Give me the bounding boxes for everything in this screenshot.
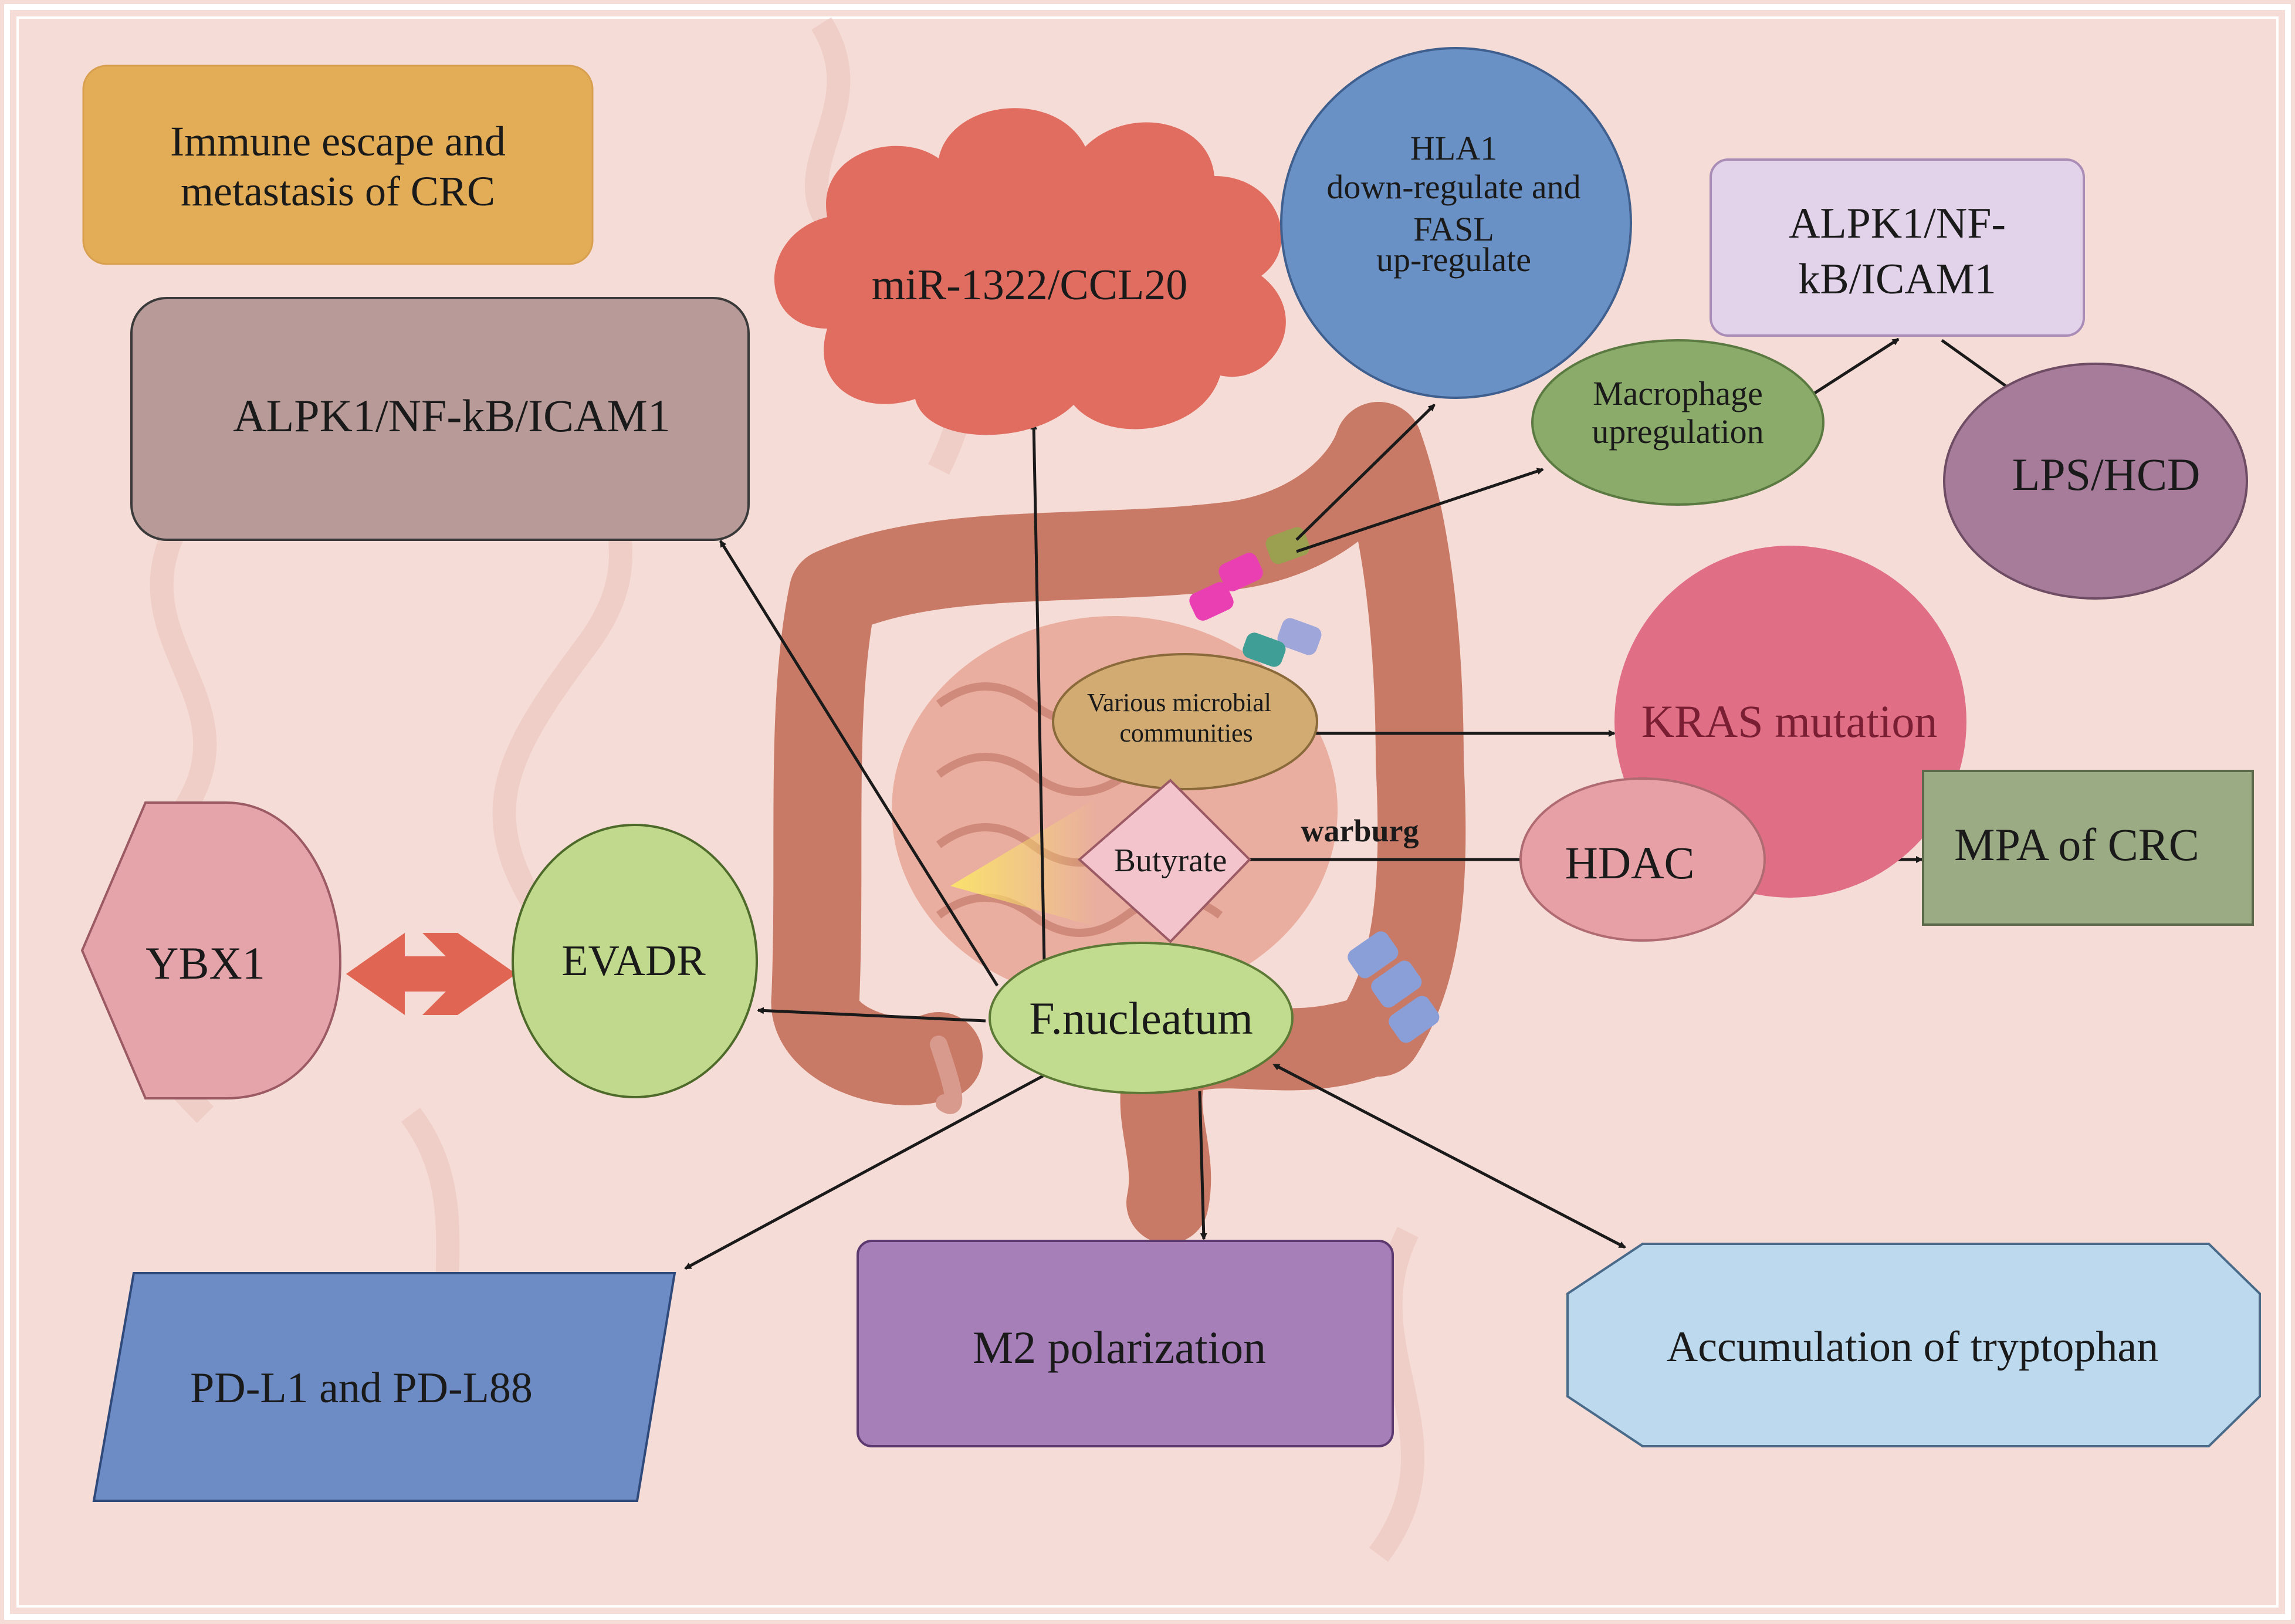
title-line-2: metastasis of CRC — [181, 168, 495, 215]
hla-line-3: FASL — [1413, 210, 1494, 248]
hla1-fasl-node: HLA1 down-regulate and FASL up-regulate — [1280, 47, 1632, 399]
mpa-of-crc-node: MPA of CRC — [1922, 770, 2254, 926]
alpk1-left-label: ALPK1/NF-kB/ICAM1 — [233, 390, 670, 441]
hdac-label: HDAC — [1565, 837, 1694, 888]
lps-hcd-node: LPS/HCD — [1943, 363, 2248, 600]
macrophage-line-1: Macrophage — [1593, 374, 1763, 412]
arrow-fnuc-to-m2 — [1198, 1091, 1207, 1240]
arrow-macrophage-to-alpk-right — [1812, 337, 1900, 396]
warburg-glow — [950, 798, 1097, 927]
tryptophan-node: Accumulation of tryptophan — [1566, 1243, 2261, 1447]
macrophage-node: Macrophage upregulation — [1531, 339, 1825, 506]
m2-label: M2 polarization — [973, 1322, 1266, 1373]
f-nucleatum-node: F.nucleatum — [989, 942, 1294, 1094]
mpa-label: MPA of CRC — [1954, 819, 2199, 870]
alpk1-left-node: ALPK1/NF-kB/ICAM1 — [130, 297, 750, 541]
arrow-bacteria-to-macrophage — [1296, 468, 1544, 553]
hdac-node: HDAC — [1519, 777, 1766, 942]
mir-1322-ccl20-node: miR-1322/CCL20 — [774, 108, 1286, 435]
butyrate-label: Butyrate — [1114, 843, 1227, 879]
title-box: Immune escape and metastasis of CRC — [82, 65, 594, 265]
arrow-bacteria-to-hla — [1295, 404, 1436, 541]
hla-line-4: up-regulate — [1376, 241, 1531, 279]
arrow-fnuc-to-alpk-left — [719, 540, 999, 987]
fnuc-label: F.nucleatum — [1029, 993, 1253, 1044]
mir-label: miR-1322/CCL20 — [872, 261, 1188, 309]
macrophage-line-2: upregulation — [1592, 412, 1763, 451]
microbial-line-2: communities — [1119, 719, 1253, 747]
arrow-fnuc-tryptophan — [1272, 1064, 1626, 1249]
microbial-communities-node: Various microbial communities — [1052, 653, 1318, 790]
double-arrow-icon — [346, 933, 516, 1015]
ybx1-label: YBX1 — [145, 938, 265, 989]
pdl1-label: PD-L1 and PD-L88 — [190, 1364, 533, 1412]
inner-frame — [16, 16, 2279, 1608]
outer-frame — [4, 4, 2291, 1620]
alpk1-right-line-2: kB/ICAM1 — [1798, 255, 1996, 303]
microbial-line-1: Various microbial — [1087, 688, 1271, 717]
kras-label: KRAS mutation — [1641, 696, 1938, 747]
evadr-label: EVADR — [561, 937, 706, 985]
title-line-1: Immune escape and — [170, 118, 506, 165]
arrow-fnuc-to-pdl1 — [684, 1067, 1057, 1270]
lps-label: LPS/HCD — [2012, 449, 2201, 500]
pd-l1-node: PD-L1 and PD-L88 — [92, 1272, 676, 1502]
arrow-fnuc-to-evadr — [757, 1007, 986, 1023]
connector-arrows — [684, 337, 2025, 1270]
butyrate-node: Butyrate — [1077, 779, 1251, 943]
warburg-label: warburg — [1301, 813, 1419, 848]
alpk1-right-line-1: ALPK1/NF- — [1789, 199, 2006, 248]
evadr-node: EVADR — [512, 824, 758, 1098]
bacteria-icon — [1189, 527, 1440, 1043]
alpk1-right-node: ALPK1/NF- kB/ICAM1 — [1710, 158, 2085, 337]
arrow-fnuc-to-mir — [1030, 422, 1046, 963]
hla-line-1: HLA1 — [1410, 129, 1497, 167]
m2-polarization-node: M2 polarization — [857, 1240, 1394, 1447]
hla-line-2: down-regulate and — [1326, 168, 1580, 206]
tryptophan-label: Accumulation of tryptophan — [1667, 1323, 2158, 1371]
ybx1-node: YBX1 — [80, 801, 342, 1099]
